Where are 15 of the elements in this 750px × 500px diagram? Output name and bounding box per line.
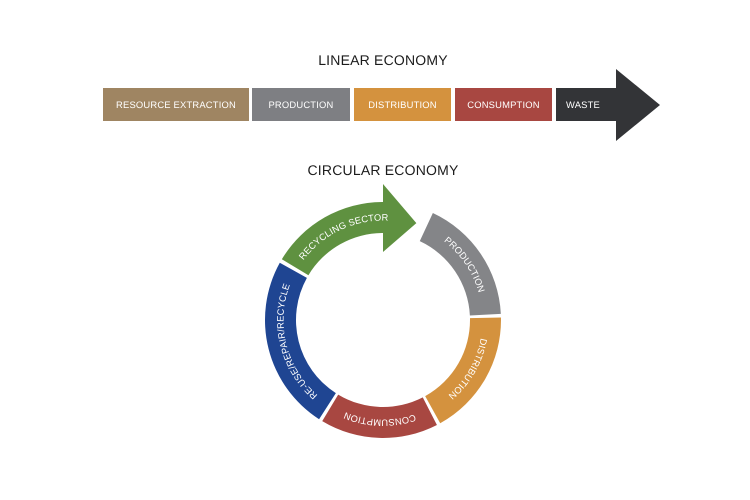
stage-box [455,88,552,121]
stage-box [354,88,451,121]
ring-segment [322,394,437,438]
stage-box [252,88,350,121]
stage-box [103,88,249,121]
section-heading: CIRCULAR ECONOMY [308,162,458,179]
section-heading: LINEAR ECONOMY [318,52,448,69]
ring-segment [282,184,416,276]
arrow-shape [556,69,660,141]
stage-label: PRODUCTION [268,98,334,110]
segment-label: CONSUMPTION [342,410,418,428]
stage-label: CONSUMPTION [467,98,540,110]
stage-label: DISTRIBUTION [368,98,437,110]
stage-label: WASTE [566,98,600,110]
stage-label: RESOURCE EXTRACTION [116,98,236,110]
